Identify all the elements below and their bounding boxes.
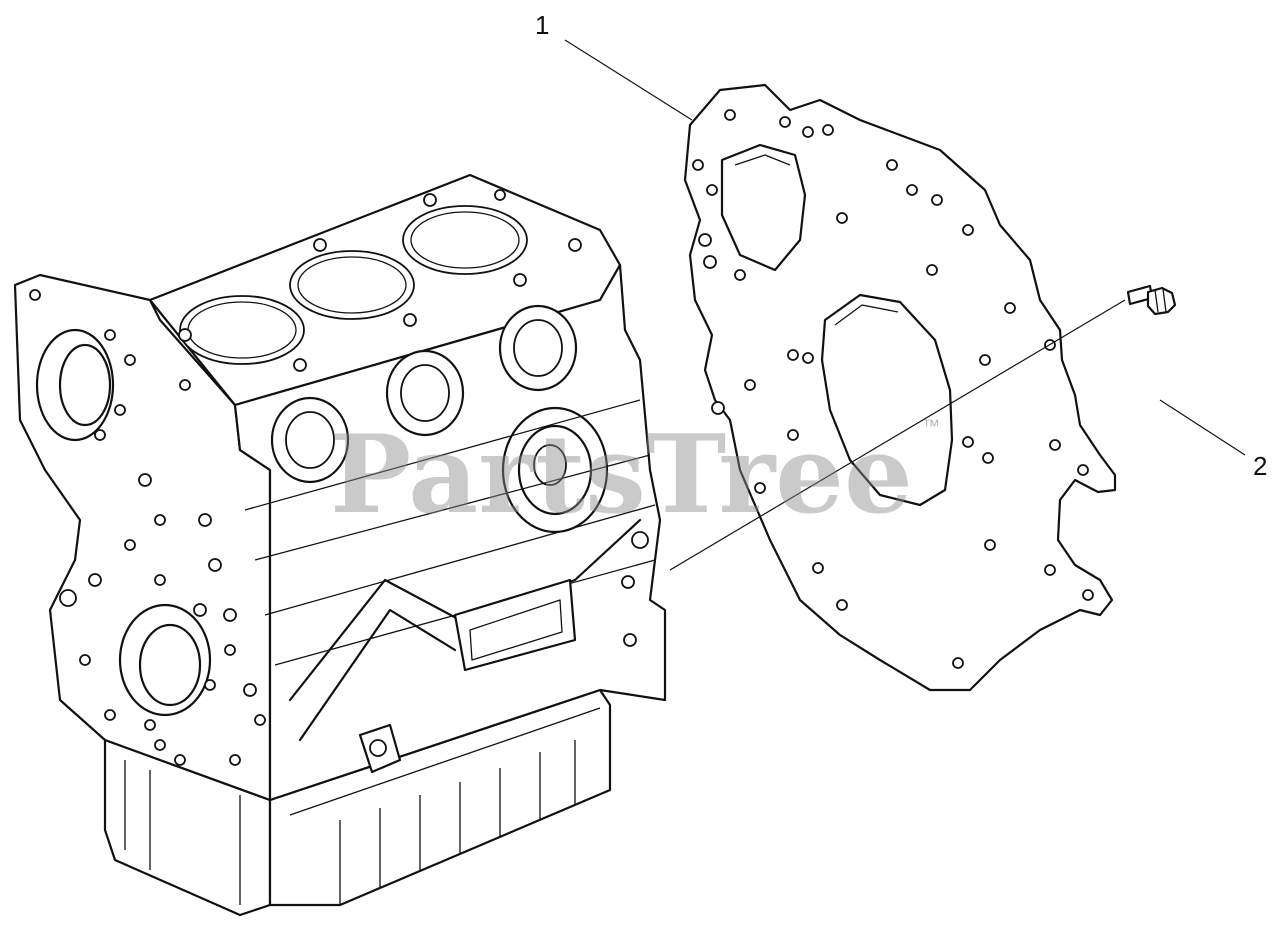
- callout-number-1: 1: [535, 10, 549, 40]
- engine-block: [13, 173, 667, 917]
- bolt-part-2: [1126, 284, 1177, 316]
- adapter-plate-part-1: [683, 83, 1117, 692]
- leader-part-1: [564, 39, 693, 121]
- watermark-text: PartsTree: [330, 412, 913, 538]
- callout-number-2: 2: [1253, 451, 1267, 481]
- leader-lines: [564, 39, 1246, 571]
- assembly-centerline: [669, 299, 1126, 571]
- watermark-trademark: ™: [922, 416, 940, 436]
- leader-part-2: [1159, 399, 1246, 456]
